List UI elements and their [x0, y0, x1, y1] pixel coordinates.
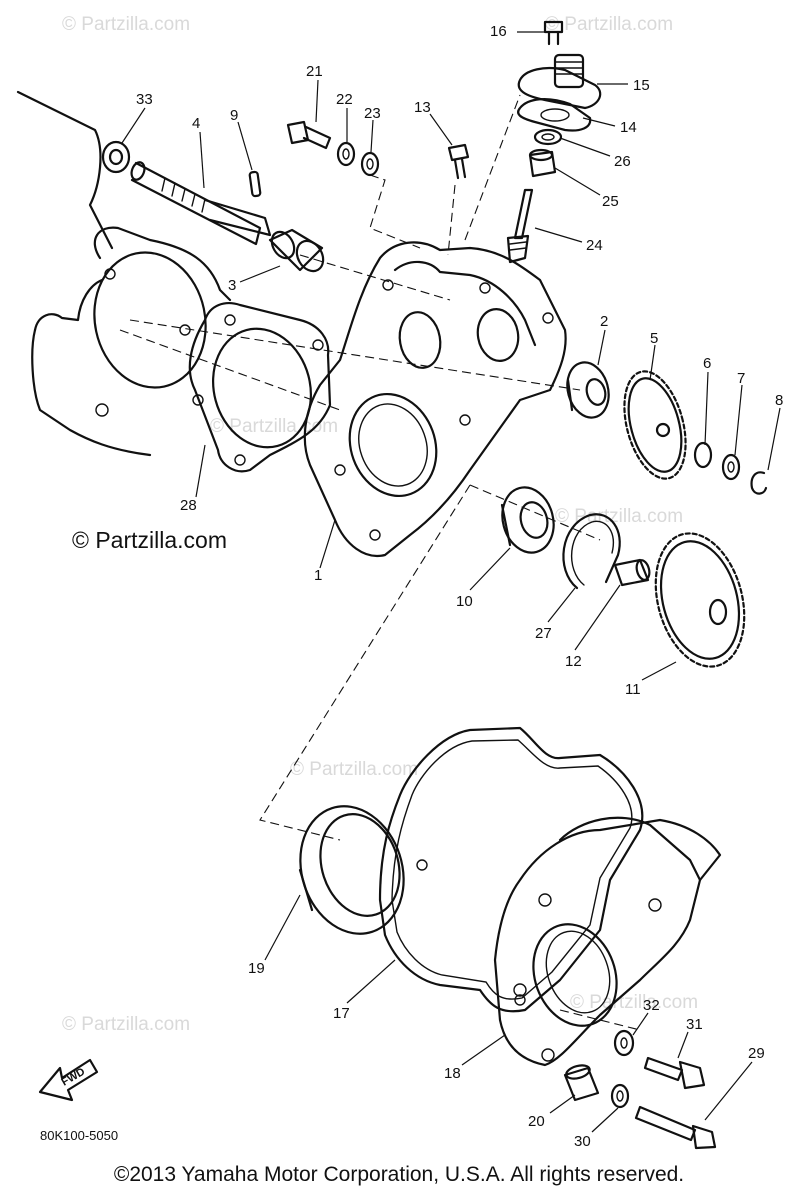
callout-1: 1	[314, 567, 322, 584]
callout-28: 28	[180, 497, 197, 514]
washer-30	[610, 1083, 630, 1109]
bushing-25	[528, 148, 557, 178]
gear-5	[623, 370, 687, 480]
callout-13: 13	[414, 99, 431, 116]
watermark: © Partzilla.com	[555, 506, 683, 527]
bearing-10	[500, 486, 555, 554]
bolt-21	[286, 120, 332, 150]
washer-23	[360, 151, 380, 177]
callout-31: 31	[686, 1016, 703, 1033]
collar-3	[268, 228, 325, 273]
oil-seal-26	[533, 128, 563, 146]
watermark: © Partzilla.com	[62, 1014, 190, 1035]
callout-4: 4	[192, 115, 200, 132]
callout-10: 10	[456, 593, 473, 610]
callout-9: 9	[230, 107, 238, 124]
callout-6: 6	[703, 355, 711, 372]
callout-27: 27	[535, 625, 552, 642]
callout-16: 16	[490, 23, 507, 40]
screw-16	[543, 20, 564, 46]
washer-7	[721, 453, 741, 481]
callout-21: 21	[306, 63, 323, 80]
callout-14: 14	[620, 119, 637, 136]
leader-lines	[121, 31, 781, 1133]
watermark: © Partzilla.com	[545, 14, 673, 35]
callout-24: 24	[586, 237, 603, 254]
shaft-4	[130, 161, 272, 246]
callout-26: 26	[614, 153, 631, 170]
copyright-notice: ©2013 Yamaha Motor Corporation, U.S.A. A…	[113, 1163, 685, 1186]
callout-33: 33	[136, 91, 153, 108]
gear-11	[654, 532, 746, 668]
bolt-29	[634, 1105, 717, 1150]
callout-17: 17	[333, 1005, 350, 1022]
watermark: © Partzilla.com	[62, 14, 190, 35]
callout-30: 30	[574, 1133, 591, 1150]
callout-8: 8	[775, 392, 783, 409]
callout-3: 3	[228, 277, 236, 294]
oil-seal-19	[298, 805, 405, 935]
diagram-code: 80K100-5050	[40, 1128, 118, 1143]
fwd-label: FWD	[60, 1066, 88, 1089]
callout-18: 18	[444, 1065, 461, 1082]
callout-20: 20	[528, 1113, 545, 1130]
callout-11: 11	[625, 681, 641, 698]
bolt-31	[643, 1056, 706, 1090]
gasket-17	[378, 726, 644, 1013]
exploded-parts-diagram: © Partzilla.com © Partzilla.com © Partzi…	[16, 14, 783, 1150]
pin-12	[613, 558, 651, 587]
callout-32: 32	[643, 997, 660, 1014]
cover-18	[493, 816, 722, 1067]
crankcase-cover-1	[303, 241, 567, 558]
watermark: © Partzilla.com	[290, 759, 418, 780]
callout-19: 19	[248, 960, 265, 977]
engine-case-outline	[16, 90, 232, 457]
gasket-28	[188, 302, 332, 473]
callout-22: 22	[336, 91, 353, 108]
callout-5: 5	[650, 330, 658, 347]
drive-gear-24	[506, 188, 534, 264]
gasket-14	[517, 98, 592, 132]
callout-2: 2	[600, 313, 608, 330]
callout-23: 23	[364, 105, 381, 122]
housing-15	[517, 53, 602, 110]
pin-9	[248, 170, 262, 198]
callout-29: 29	[748, 1045, 765, 1062]
circlip-27	[562, 513, 621, 590]
bolt-13	[447, 143, 470, 180]
callout-15: 15	[633, 77, 650, 94]
callout-25: 25	[602, 193, 619, 210]
assembly-lines	[119, 94, 641, 1031]
washer-6	[693, 441, 713, 469]
watermark: © Partzilla.com	[570, 992, 698, 1013]
circlip-8	[750, 471, 768, 495]
callouts: 16 15 14 26 25 24 21 22 23 13 33 4 9 3 2…	[136, 23, 783, 1150]
washer-22	[336, 141, 356, 167]
washer-32	[613, 1029, 635, 1057]
watermark-main: © Partzilla.com	[72, 527, 227, 553]
callout-12: 12	[565, 653, 582, 670]
dowel-20	[563, 1064, 600, 1102]
seal-33	[101, 140, 131, 174]
bearing-2	[566, 361, 610, 419]
fwd-arrow: FWD	[38, 1058, 99, 1102]
callout-7: 7	[737, 370, 745, 387]
